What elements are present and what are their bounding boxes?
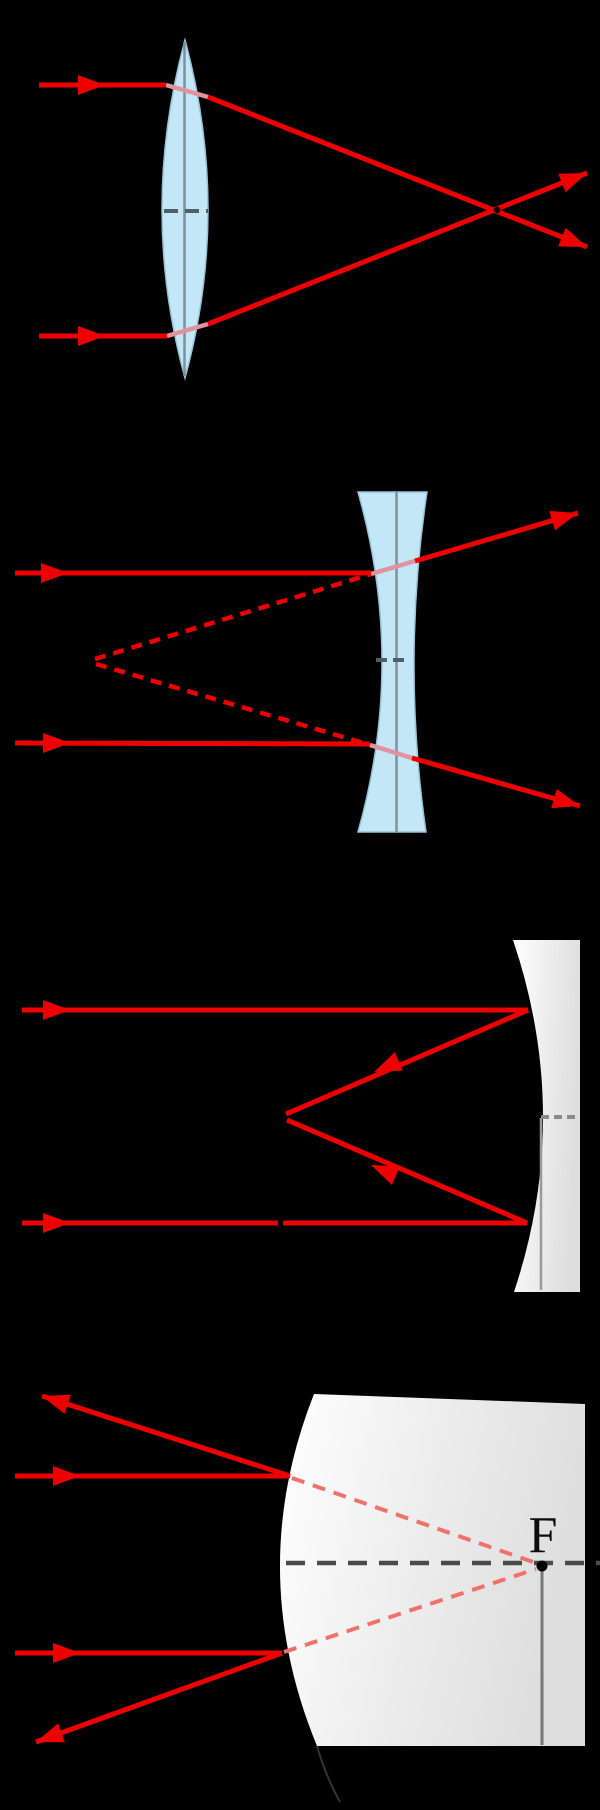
ray-in-lens-top bbox=[370, 558, 416, 577]
refracted-ray-top bbox=[207, 94, 588, 250]
focal-point-label: F bbox=[529, 1507, 558, 1564]
focal-point bbox=[536, 1560, 548, 1572]
ray-in-lens-top bbox=[165, 82, 209, 100]
incident-ray-top-arrowhead bbox=[41, 563, 68, 583]
reflected-ray-top bbox=[41, 1393, 291, 1479]
reflected-ray-bottom-arrowhead bbox=[371, 1165, 400, 1185]
incident-ray-top-arrowhead bbox=[43, 1000, 70, 1020]
incident-ray-top-arrowhead bbox=[78, 75, 105, 95]
concave-mirror-diagram bbox=[22, 940, 580, 1292]
refracted-ray-bottom bbox=[207, 170, 588, 327]
diverged-ray-top bbox=[414, 510, 579, 564]
ray-in-lens-bottom bbox=[166, 321, 209, 339]
reflected-ray-bottom-arrowhead bbox=[36, 1723, 65, 1743]
incident-ray-top-arrowhead bbox=[53, 1466, 80, 1486]
virtual-ray-bottom bbox=[283, 1567, 537, 1654]
diverging-lens-diagram bbox=[14, 491, 581, 833]
convex-mirror-body bbox=[279, 1394, 585, 1746]
diverged-ray-top-arrowhead bbox=[549, 511, 578, 531]
converging-lens-diagram bbox=[39, 37, 588, 381]
reflected-ray-top-arrowhead bbox=[374, 1052, 403, 1072]
incident-ray-bottom-arrowhead bbox=[43, 733, 70, 753]
reflected-ray-bottom bbox=[35, 1650, 283, 1745]
convex-mirror-diagram bbox=[15, 1393, 600, 1803]
biconcave-lens bbox=[357, 491, 428, 833]
diverged-ray-bottom-arrowhead bbox=[551, 788, 580, 809]
refracted-ray-bottom-arrowhead bbox=[558, 173, 587, 193]
reflected-ray-top-arrowhead bbox=[42, 1394, 71, 1414]
diverged-ray-bottom bbox=[411, 755, 581, 809]
incident-ray-bottom-arrowhead bbox=[78, 326, 105, 346]
mirror-edge-arc bbox=[316, 1745, 341, 1803]
reflected-ray-top bbox=[285, 1007, 529, 1117]
reflected-ray-bottom bbox=[286, 1117, 528, 1226]
virtual-ray-top bbox=[94, 571, 372, 662]
virtual-ray-bottom bbox=[95, 661, 371, 748]
incident-ray-bottom bbox=[14, 740, 371, 747]
focal-crossing-gap bbox=[493, 206, 501, 214]
ray-in-lens-bottom bbox=[369, 742, 413, 761]
refracted-ray-top-arrowhead bbox=[558, 227, 587, 247]
incident-ray-bottom-arrowhead bbox=[53, 1643, 80, 1663]
incident-ray-bottom-arrowhead bbox=[43, 1213, 70, 1233]
